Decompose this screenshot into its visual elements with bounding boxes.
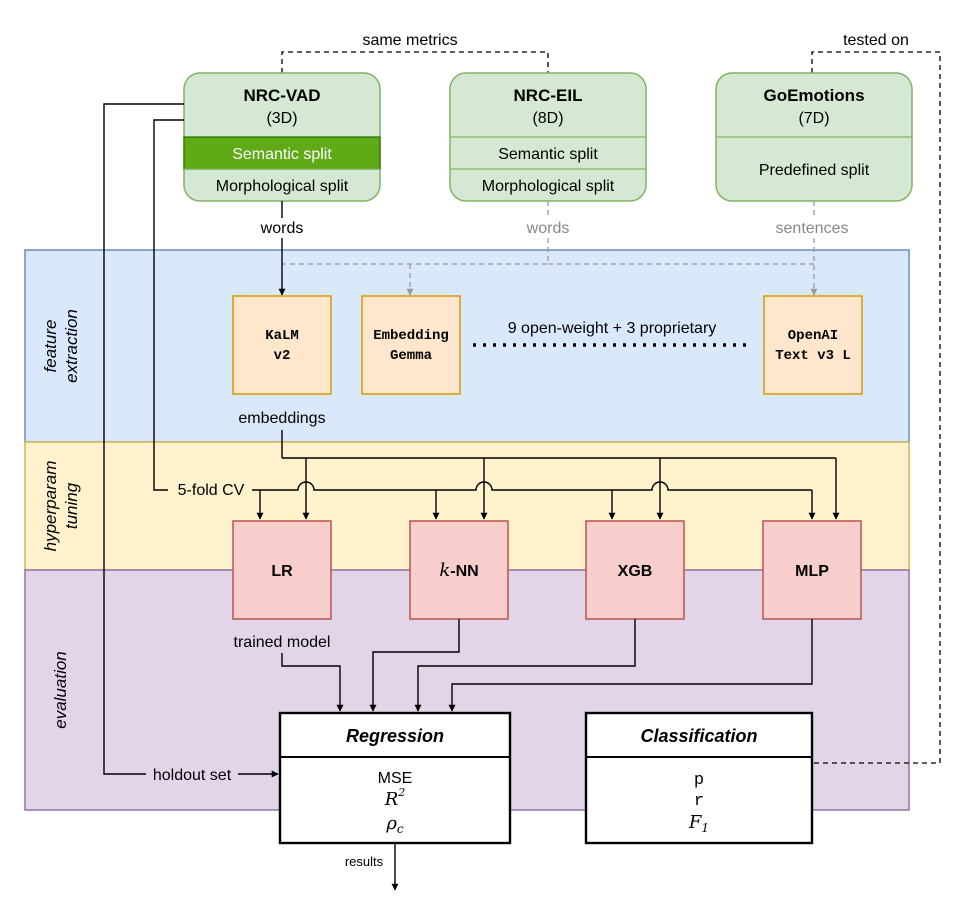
classification-title: Classification [640,726,757,746]
results-label: results [345,854,384,869]
semantic-split-highlighted [183,136,381,170]
tuning-band-label-2: tuning [62,482,81,529]
feature-band-label-1: feature [41,320,60,373]
same-metrics-connector [281,51,549,73]
embedder-openai-box [763,295,863,395]
split-label: Morphological split [216,178,349,195]
metric-f1: F1 [688,812,709,835]
tuning-band-label-1: hyperparam [41,461,60,552]
dataset-name: GoEmotions [763,86,864,105]
embedder-label: OpenAI [788,328,838,344]
metric-mse: MSE [378,770,413,787]
dataset-dims: (3D) [266,110,297,127]
holdout-set-label: holdout set [153,767,232,784]
cv-feed-line [153,119,184,491]
dataset-goemotions: GoEmotions (7D) Predefined split [715,72,913,202]
xgb-to-regression-arrow [414,619,636,712]
knn-to-regression-arrow [369,619,460,712]
metric-p: p [694,771,704,790]
split-label: Semantic split [498,146,598,163]
model-knn-box [409,520,509,620]
holdout-line [103,103,184,775]
model-label-knn: k-NN [439,560,478,581]
feature-band-label-2: extraction [62,309,81,383]
trained-model-label: trained model [234,634,331,651]
model-label: LR [271,563,293,580]
embedder-label: Embedding [373,328,449,344]
dataset-name: NRC-VAD [243,86,320,105]
embedder-label: Text v3 L [775,348,851,364]
metric-rho-c: ρc [385,813,404,836]
words-label: words [260,220,304,237]
dataset-dims: (8D) [532,110,563,127]
split-label: Predefined split [759,162,870,179]
sentences-label: sentences [776,220,849,237]
embedder-label: v2 [274,348,291,364]
split-label: Morphological split [482,178,615,195]
tested-on-connector [811,51,941,764]
classification-box: Classification p r F1 [584,711,814,845]
mlp-to-regression-arrow [448,619,813,712]
metric-r: r [694,792,704,811]
embedder-embeddinggemma-box [361,295,461,395]
cv-bus [252,481,812,491]
tested-on-label: tested on [843,32,909,49]
open-weight-note: 9 open-weight + 3 proprietary [508,320,717,337]
split-label: Semantic split [232,146,332,163]
model-lr-box [232,520,332,620]
model-label: MLP [795,563,829,580]
evaluation-band-label: evaluation [51,651,70,729]
lr-to-regression-arrow [281,653,344,712]
model-mlp-box [762,520,862,620]
model-label: XGB [618,563,653,580]
five-fold-cv-label: 5-fold CV [178,482,245,499]
embedder-label: Gemma [390,348,433,364]
embedder-kalm-box [232,295,332,395]
metric-r2: R2 [384,786,406,810]
dataset-nrc-eil: NRC-EIL (8D) Semantic split Morphologica… [449,72,647,202]
embedder-label: KaLM [265,328,299,344]
regression-box: Regression MSE R2 ρc [278,711,512,845]
words-label-gray: words [526,220,570,237]
same-metrics-label: same metrics [362,32,457,49]
dataset-name: NRC-EIL [514,86,583,105]
embeddings-label: embeddings [238,410,325,427]
dataset-nrc-vad: NRC-VAD (3D) Semantic split Morphologica… [183,72,381,202]
dataset-dims: (7D) [798,110,829,127]
regression-title: Regression [346,726,444,746]
feature-extraction-band [24,249,910,443]
